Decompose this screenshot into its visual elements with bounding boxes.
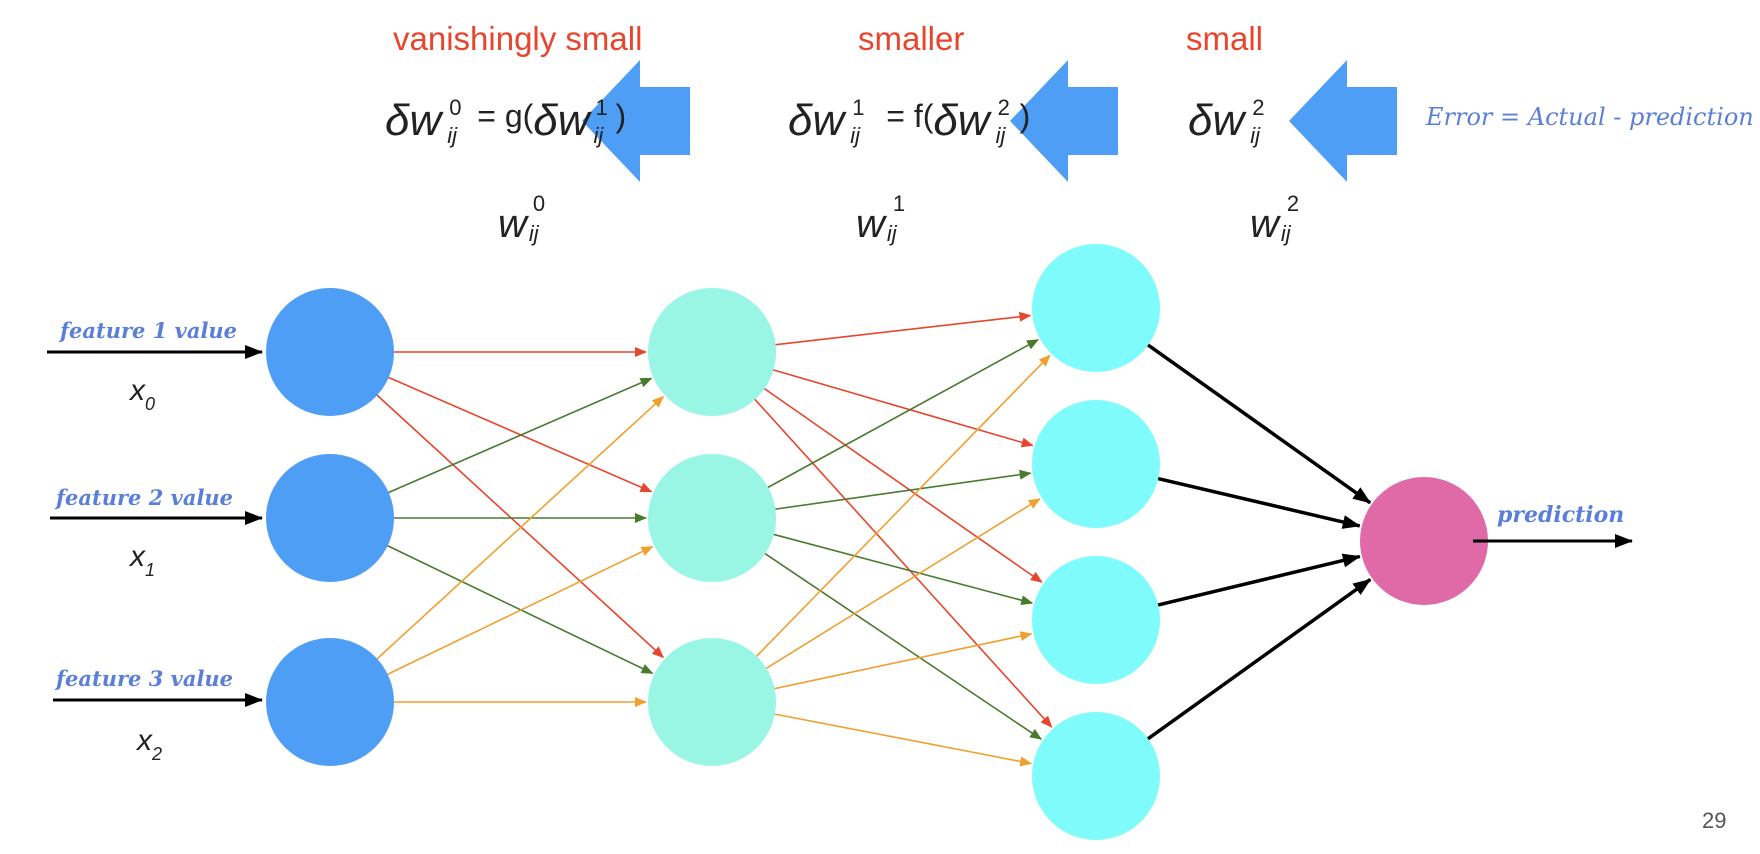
- output-node: [1360, 477, 1488, 605]
- weight-edge-layer1: [772, 712, 1033, 767]
- gradient-size-label-layer1: smaller: [858, 20, 965, 57]
- weight-edge-layer1: [762, 386, 1043, 583]
- weight-edge-layer1: [773, 469, 1032, 511]
- gradient-size-label-layer2: small: [1186, 20, 1264, 57]
- input-label-feature-1: feature 1 value: [60, 318, 238, 343]
- weight-edge-layer1: [754, 354, 1051, 659]
- backprop-arrow-icon: [1289, 60, 1397, 182]
- weight-edge-layer0: [375, 393, 665, 659]
- weight-edge-layer1: [753, 397, 1053, 728]
- input-variable-x2: x2: [137, 724, 163, 764]
- input-variable-x1: x1: [130, 540, 156, 580]
- weight-edge-layer2: [1155, 476, 1361, 529]
- backprop-arrow-icon: [1010, 60, 1118, 182]
- weight-edge-layer2: [1145, 578, 1372, 742]
- hidden-node-layer1: [648, 638, 776, 766]
- error-formula-note: Error = Actual - prediction: [1426, 103, 1754, 131]
- weight-edge-layer1: [763, 551, 1043, 740]
- output-label: prediction: [1497, 502, 1625, 528]
- input-label-feature-2: feature 2 value: [56, 485, 234, 510]
- input-node: [266, 638, 394, 766]
- weight-edge-layer1: [764, 498, 1041, 671]
- weight-edge-layer1: [766, 338, 1039, 489]
- weight-edge-layer0: [375, 395, 665, 661]
- input-variable-x0: x0: [130, 374, 156, 414]
- weight-edge-layer1: [771, 533, 1034, 606]
- weight-edge-layer0: [385, 545, 654, 676]
- weight-edge-layer2: [1155, 553, 1361, 608]
- hidden-node-layer2: [1032, 556, 1160, 684]
- input-node: [266, 454, 394, 582]
- hidden-node-layer2: [1032, 400, 1160, 528]
- hidden-node-layer2: [1032, 712, 1160, 840]
- gradient-size-label-layer0: vanishingly small: [393, 20, 643, 57]
- weight-edge-layer0: [386, 375, 653, 493]
- hidden-node-layer1: [648, 288, 776, 416]
- weight-edge-layer1: [772, 631, 1033, 690]
- weight-edge-layer1: [771, 368, 1034, 448]
- weight-edge-layer0: [385, 544, 654, 675]
- hidden-node-layer2: [1032, 244, 1160, 372]
- input-node: [266, 288, 394, 416]
- weight-edge-layer1: [773, 311, 1032, 346]
- weight-edge-layer0: [386, 377, 653, 495]
- hidden-node-layer1: [648, 454, 776, 582]
- backprop-arrow-icon: [582, 60, 690, 182]
- input-label-feature-3: feature 3 value: [56, 666, 234, 691]
- weight-edge-layer2: [1145, 342, 1372, 505]
- page-number: 29: [1702, 808, 1727, 833]
